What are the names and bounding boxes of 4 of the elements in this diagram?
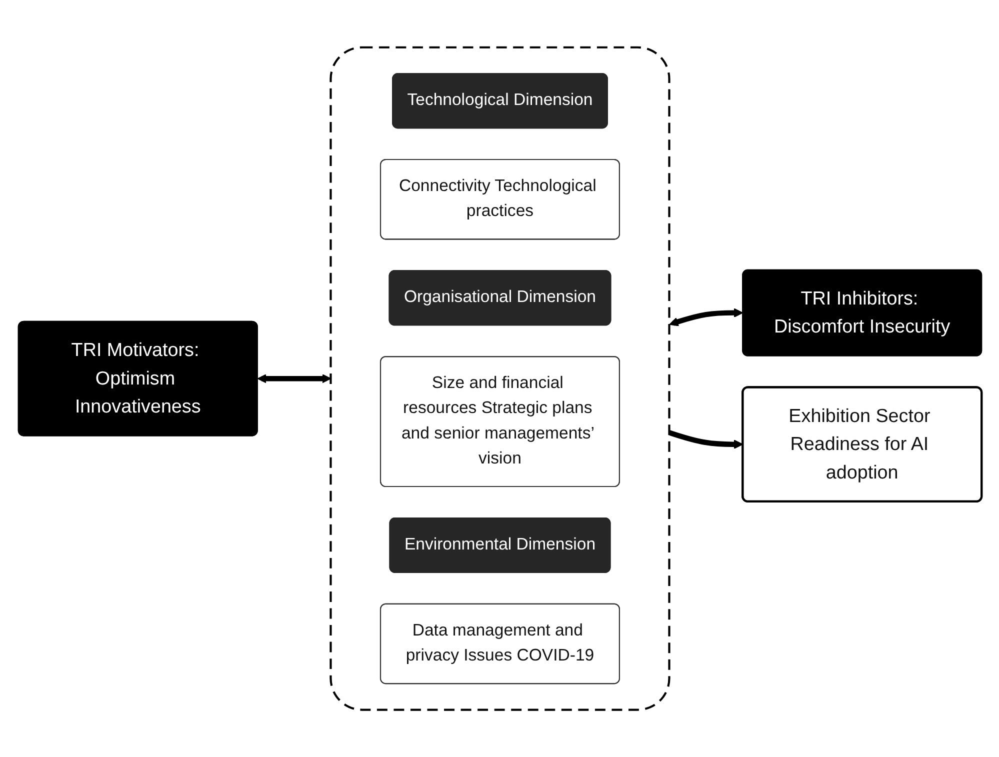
- arrow: [668, 430, 743, 449]
- cluster: [329, 46, 670, 711]
- arrow: [668, 308, 743, 326]
- arrow: [256, 374, 331, 384]
